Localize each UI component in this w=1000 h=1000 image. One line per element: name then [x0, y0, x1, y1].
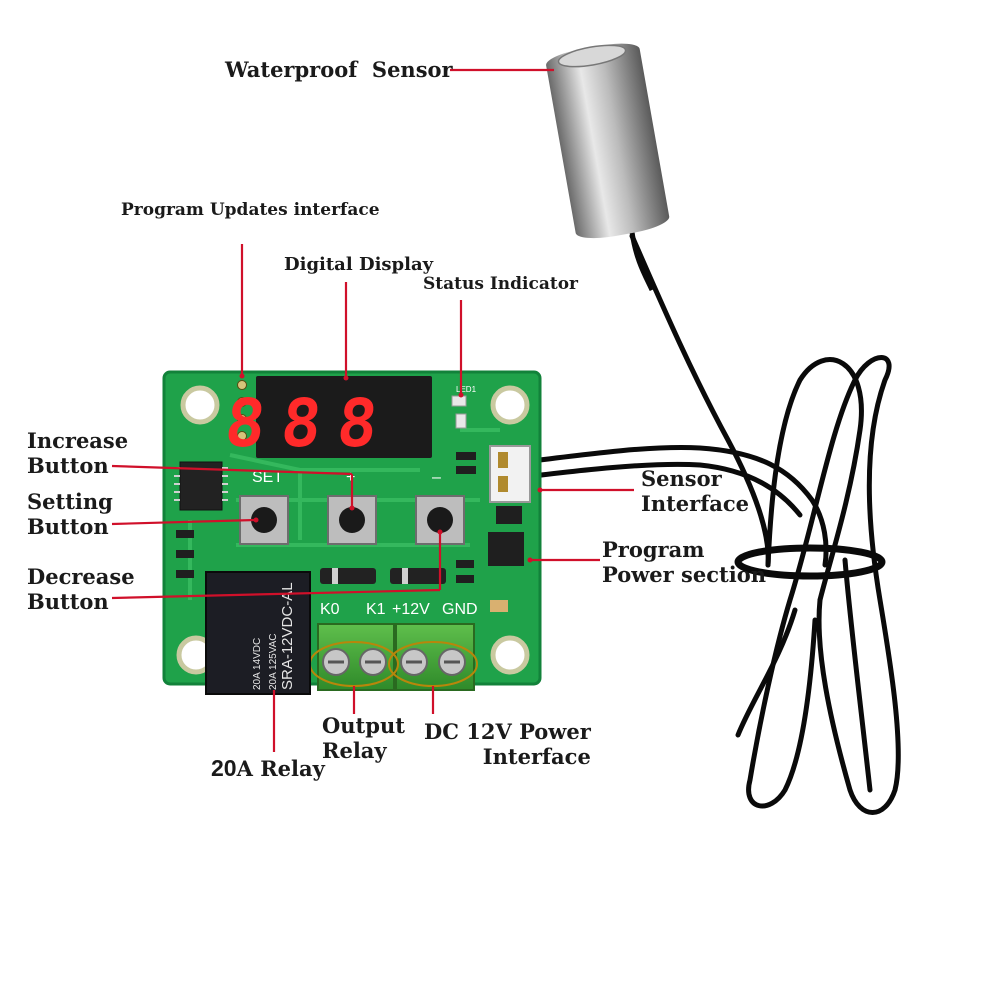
- sensor-interface-connector: [489, 445, 531, 503]
- label-setting-line2: Button: [27, 514, 109, 539]
- relay-20a: [205, 571, 311, 695]
- plus-silk-label: +: [346, 469, 355, 486]
- terminal-label: +12V: [392, 601, 430, 618]
- waterproof-sensor-probe: [546, 43, 670, 292]
- label-setting-button: Setting Button: [27, 489, 113, 539]
- terminal-label: K1: [366, 601, 386, 618]
- terminal-labels: K0 K1 +12V GND: [320, 601, 478, 618]
- label-sensor-interface: Sensor Interface: [641, 466, 749, 516]
- relay-marking: 20A 14VDC: [252, 638, 263, 690]
- label-dc-line2: Interface: [482, 744, 591, 769]
- relay-marking: SRA-12VDC-AL: [279, 582, 296, 690]
- dc-power-terminal[interactable]: [395, 623, 475, 691]
- led-silk-label: LED1: [456, 385, 477, 394]
- program-update-pins: [237, 380, 247, 441]
- label-decrease-button: Decrease Button: [27, 564, 135, 614]
- label-sensor-line1: Sensor: [641, 466, 722, 491]
- mounting-holes: [176, 385, 530, 675]
- terminal-label: GND: [442, 601, 478, 618]
- label-program-power-section: Program Power section: [602, 537, 766, 587]
- label-digital-display: Digital Display: [284, 254, 434, 275]
- label-output-line2: Relay: [322, 738, 387, 763]
- label-setting-line1: Setting: [27, 489, 113, 514]
- label-20a-number: 20: [211, 755, 237, 781]
- label-decrease-line1: Decrease: [27, 564, 135, 589]
- label-20a-relay: 20A Relay: [211, 755, 325, 782]
- sensor-cable: [497, 233, 901, 815]
- label-20a-text: A Relay: [236, 756, 325, 781]
- label-increase-button: Increase Button: [27, 428, 128, 478]
- label-dc-power-interface: DC 12V Power Interface: [424, 719, 591, 769]
- digital-display: [256, 376, 432, 458]
- relay-marking: 20A 125VAC: [268, 633, 279, 690]
- display-digit: 8: [221, 385, 269, 462]
- label-waterproof-sensor: Waterproof Sensor: [225, 57, 453, 82]
- display-digit: 8: [333, 385, 381, 462]
- label-increase-line2: Button: [27, 453, 109, 478]
- label-decrease-line2: Button: [27, 589, 109, 614]
- leader-lines: [111, 68, 634, 752]
- label-output-line1: Output: [322, 713, 405, 738]
- label-program-power-line2: Power section: [602, 562, 766, 587]
- label-increase-line1: Increase: [27, 428, 129, 453]
- label-status-indicator: Status Indicator: [423, 274, 579, 294]
- label-sensor-line2: Interface: [641, 491, 750, 516]
- display-digit: 8: [277, 385, 325, 462]
- output-relay-terminal[interactable]: [317, 623, 395, 691]
- set-silk-label: SET: [252, 469, 283, 486]
- smd-components: [176, 452, 524, 612]
- minus-silk-label: –: [432, 469, 441, 486]
- label-program-power-line1: Program: [602, 537, 705, 562]
- label-dc-line1: DC 12V Power: [424, 719, 591, 744]
- leader-line-dots: [239, 373, 543, 563]
- label-output-relay: Output Relay: [322, 713, 405, 763]
- terminal-label: K0: [320, 601, 340, 618]
- label-program-updates-interface: Program Updates interface: [121, 200, 380, 220]
- diodes: [320, 568, 446, 584]
- cable-bundle-tie: [734, 544, 886, 580]
